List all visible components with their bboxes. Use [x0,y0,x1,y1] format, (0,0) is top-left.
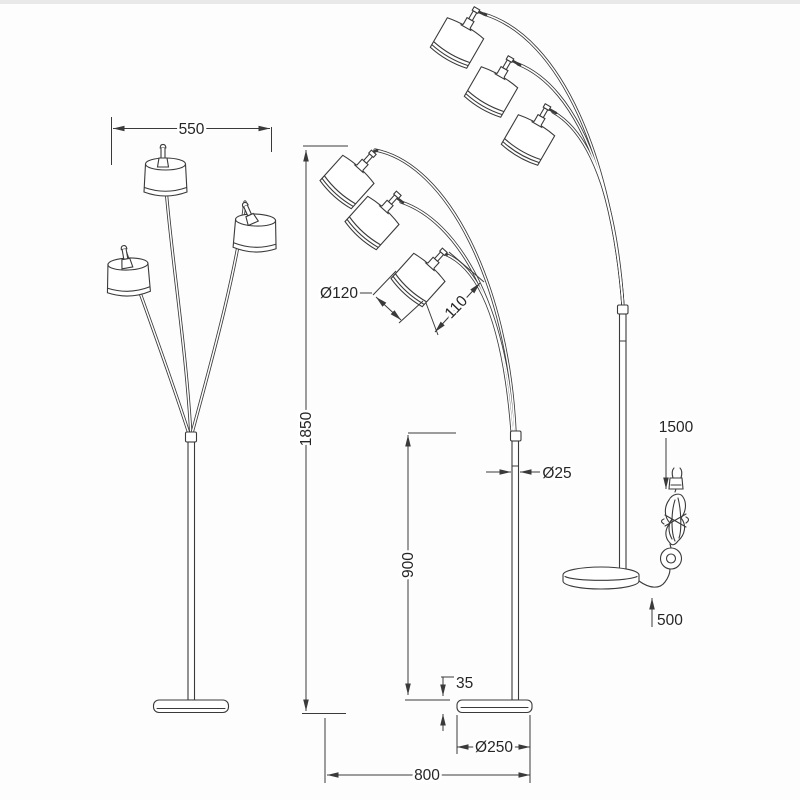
plug-icon [668,467,684,490]
dim-overall-depth: 800 [414,767,440,784]
cord-view-shade-1 [428,0,496,71]
side-base [456,699,533,714]
front-pole [187,441,196,701]
cord-view-pole-collar [616,304,629,315]
cord-tie [664,513,687,527]
front-base [152,699,230,714]
side-shade-3 [388,235,461,309]
side-pole-collar [509,430,522,442]
dim-front-width: 550 [179,121,205,138]
top-strip [0,0,800,4]
cord-view-shade-3 [499,94,567,168]
dimension-total-height: 1850 [296,145,348,714]
dim-total-height: 1850 [298,411,315,446]
dim-cord-exit-length: 500 [657,612,683,629]
side-shade-1 [317,137,390,211]
dimension-base-diameter: Ø250 [456,715,531,783]
dim-shade-diameter: Ø120 [320,285,358,302]
front-view-lamp: 550 [105,117,278,714]
dimension-cord-length: 1500 [656,417,696,489]
dimension-overall-depth: 800 [324,718,530,787]
dim-pole-diameter: Ø25 [542,465,571,482]
dimension-pole-diameter: Ø25 [486,463,574,485]
dimension-base-thickness: 35 [440,673,476,731]
dimension-shade-diameter: Ø120 [318,270,424,324]
dim-cord-length: 1500 [659,419,694,436]
dimension-cord-exit-length: 500 [649,598,686,632]
side-view-lamp: 1850 900 Ø25 Ø120 110 [296,137,574,787]
power-cord [638,467,690,588]
dimension-pole-section-height: 900 [398,432,456,701]
front-stem-top [156,143,170,168]
side-lamp-arcs [369,148,517,433]
side-pole [511,440,520,701]
dimension-front-width: 550 [111,117,272,165]
cord-view-base [562,566,640,590]
cord-view-pole [618,313,627,571]
cord-lamp-arcs [476,10,625,308]
dim-base-diameter: Ø250 [475,739,513,756]
cord-view-lamp: 1500 500 [428,0,696,632]
dim-base-thickness: 35 [456,675,473,692]
dim-pole-section-height: 900 [400,552,417,578]
foot-switch-icon [659,547,683,570]
front-pole-collar [184,431,198,443]
